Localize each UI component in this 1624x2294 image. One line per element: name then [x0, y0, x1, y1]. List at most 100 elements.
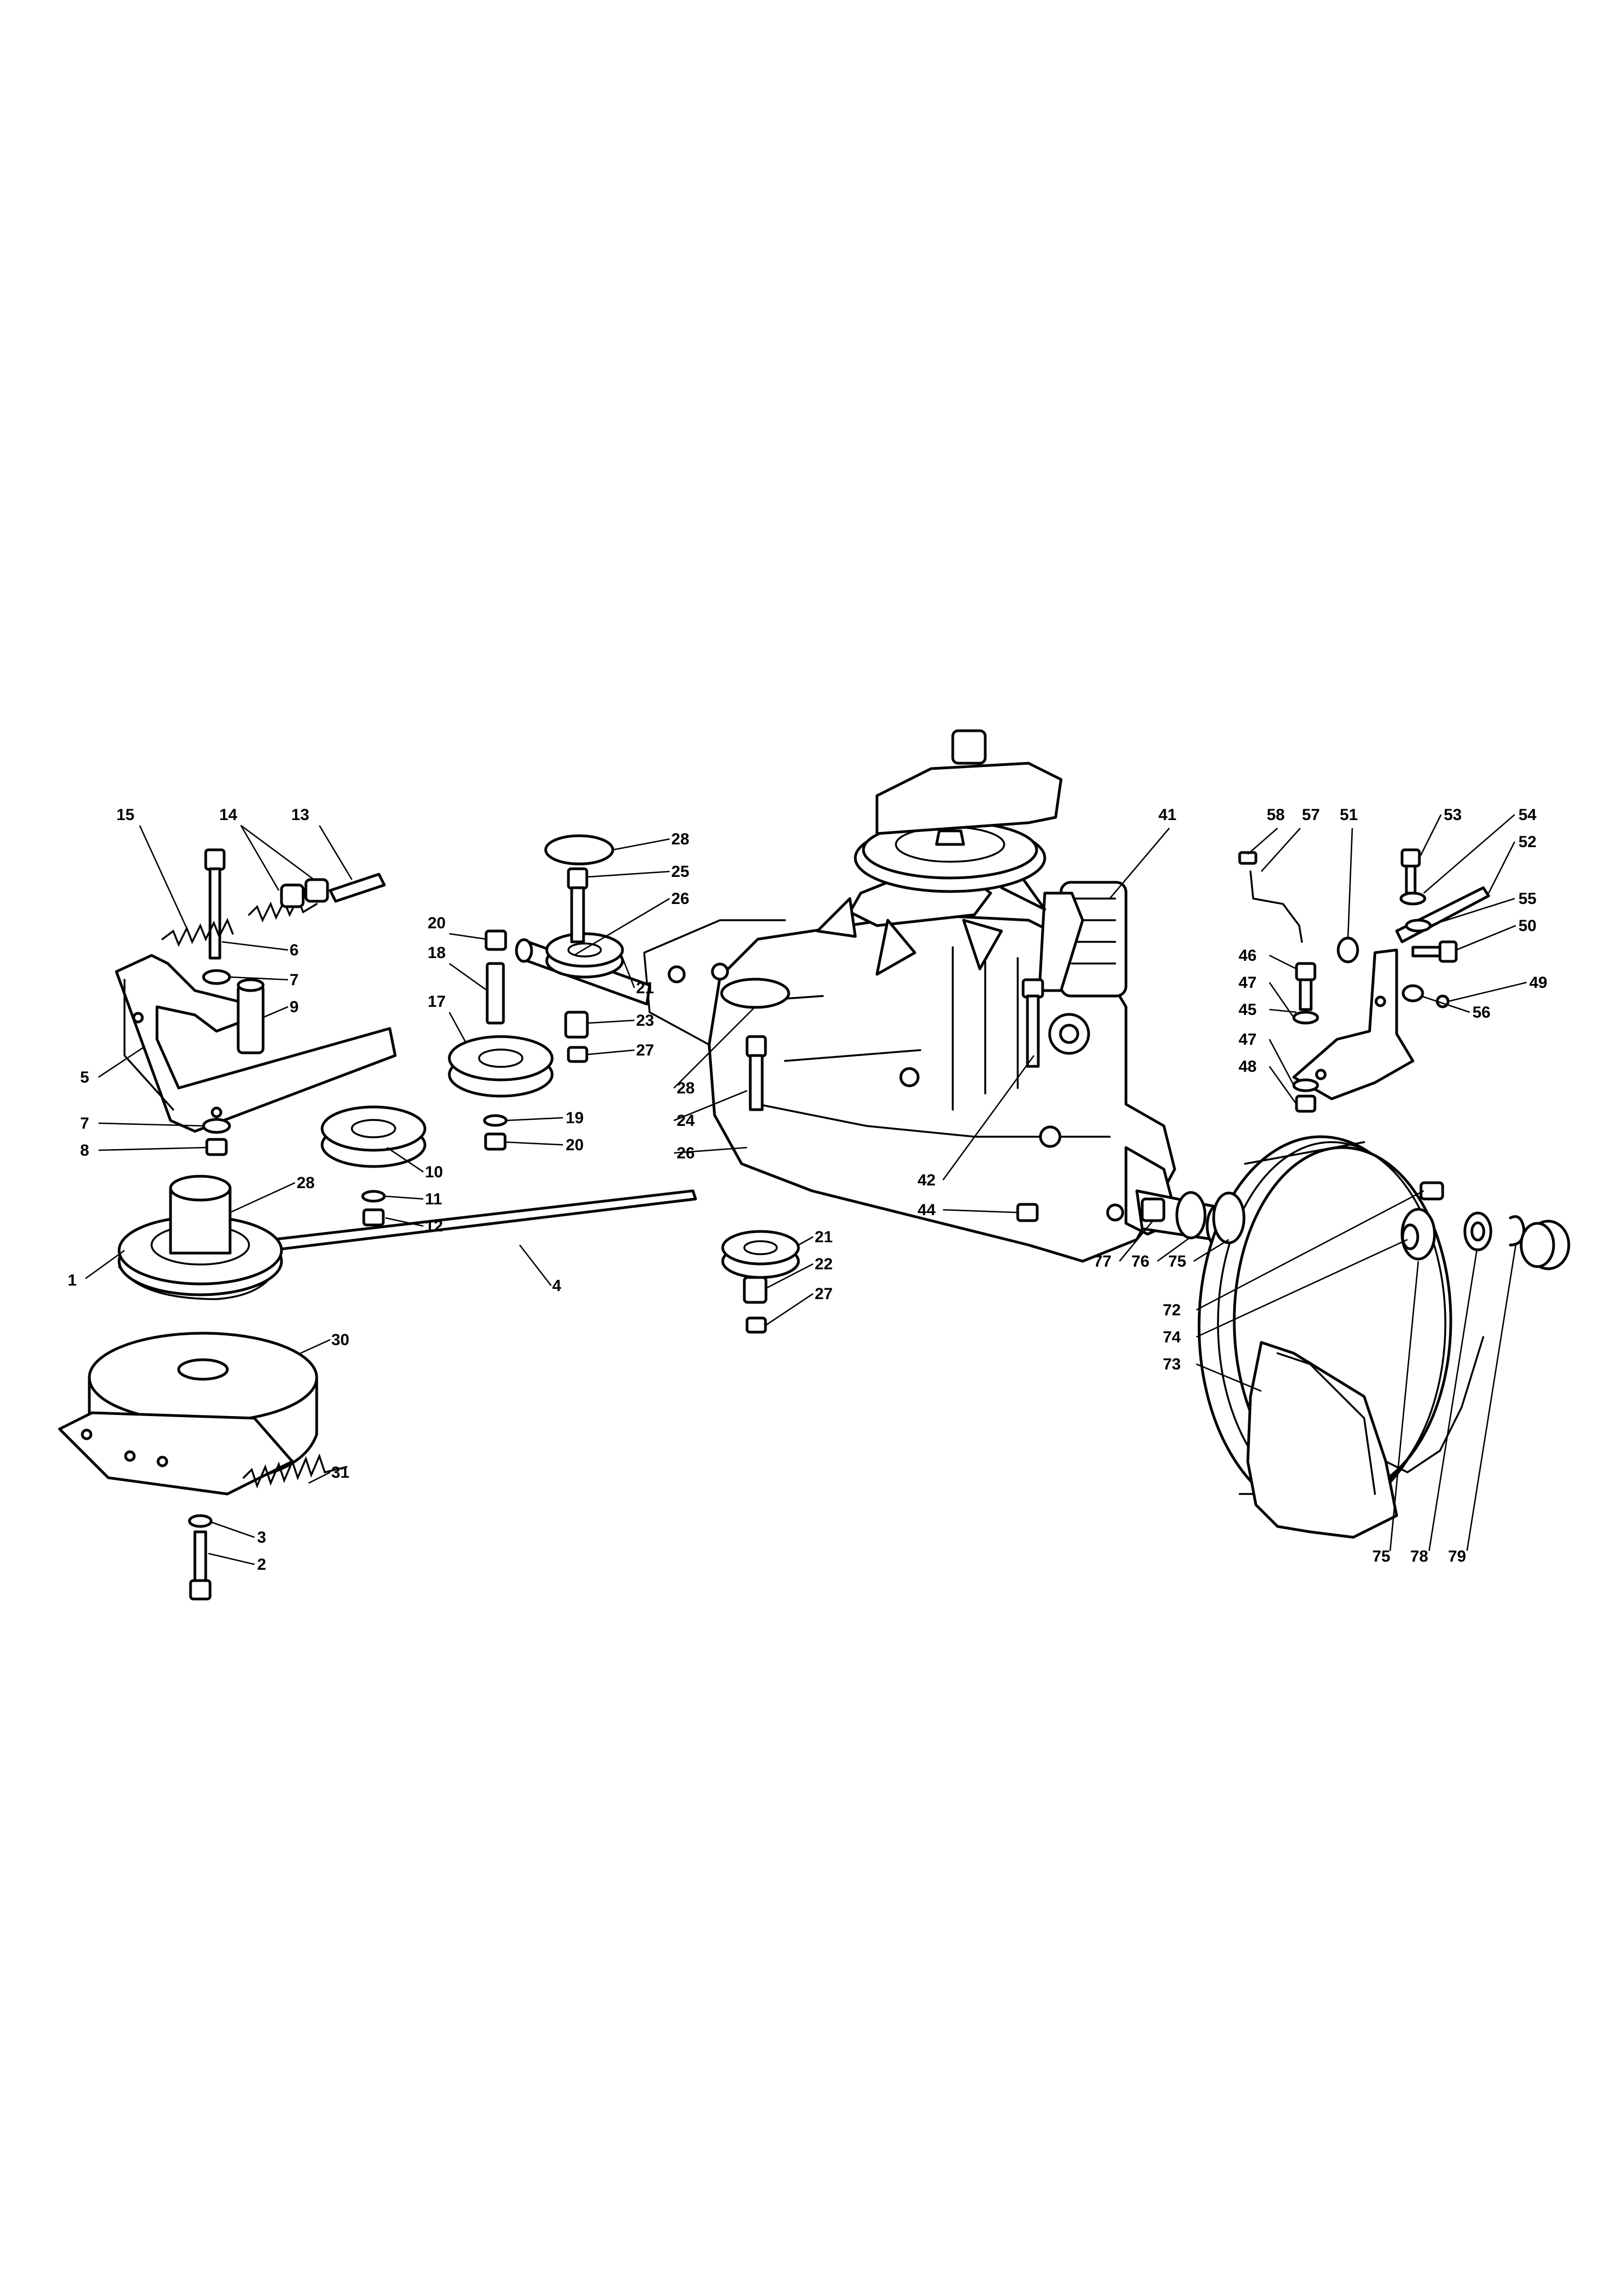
spacer-23 [564, 1011, 589, 1039]
callout-1: 1 [68, 1271, 77, 1289]
callout-labels: 1 2 3 4 5 6 7 7 8 9 10 11 12 13 14 15 17… [68, 806, 1547, 1574]
callout-45: 45 [1239, 1001, 1256, 1019]
callout-53: 53 [1444, 806, 1462, 824]
bolt-50 [1411, 940, 1458, 963]
leader-26u [573, 897, 670, 956]
callout-47-upper: 47 [1239, 974, 1256, 992]
leader-20l [506, 1141, 564, 1146]
leader-23 [588, 1019, 635, 1024]
callout-14: 14 [219, 806, 238, 824]
callout-30: 30 [331, 1331, 349, 1349]
callout-23: 23 [636, 1012, 654, 1030]
leader-9 [262, 1006, 289, 1019]
leader-22 [765, 1263, 814, 1289]
leader-54 [1423, 814, 1515, 894]
pulley-cover-28-lower [720, 978, 790, 1009]
electric-clutch [58, 1332, 318, 1496]
stud-18 [486, 962, 505, 1025]
circlip-79 [1509, 1215, 1525, 1247]
callout-9: 9 [290, 998, 299, 1016]
bolt-20-upper [484, 929, 507, 951]
nuts-14 [280, 878, 329, 908]
callout-75-upper: 75 [1168, 1253, 1186, 1270]
bolt-24 [745, 1035, 767, 1111]
callout-27-upper: 27 [636, 1041, 654, 1059]
washer-11 [361, 1190, 386, 1203]
fluid-reservoir [875, 729, 1063, 835]
callout-47-lower: 47 [1239, 1031, 1256, 1048]
callout-51: 51 [1340, 806, 1358, 824]
clip-58 [1238, 851, 1258, 865]
leader-lines [85, 814, 1527, 1565]
pulley-cover-28-upper [544, 834, 614, 866]
nut-20-lower [484, 1132, 507, 1151]
callout-44: 44 [918, 1201, 936, 1219]
axle-spacers [1141, 1191, 1246, 1244]
leader-75u [1193, 1238, 1229, 1262]
washer-55 [1405, 919, 1432, 933]
callout-26-upper: 26 [671, 890, 689, 908]
callout-26-lower: 26 [677, 1144, 695, 1162]
leader-7l [98, 1122, 204, 1127]
leader-55 [1429, 897, 1515, 927]
callout-21-upper: 21 [636, 979, 654, 997]
spacer-22 [743, 1276, 768, 1304]
leader-47l [1268, 1039, 1295, 1086]
leader-53 [1418, 814, 1442, 858]
idler-pulley-21-lower [721, 1230, 800, 1279]
bolt-53 [1400, 848, 1421, 895]
leader-51 [1347, 828, 1353, 940]
washer-47-lower [1292, 1078, 1319, 1092]
rear-tire [1246, 1336, 1484, 1539]
nut-8 [205, 1138, 228, 1156]
callout-11: 11 [425, 1190, 442, 1208]
callout-31: 31 [331, 1464, 349, 1482]
leader-50 [1456, 925, 1516, 951]
bolt-42 [1021, 978, 1044, 1068]
leader-57 [1261, 828, 1301, 872]
callout-49: 49 [1529, 974, 1547, 992]
callout-79: 79 [1448, 1548, 1466, 1565]
leader-79 [1466, 1244, 1517, 1551]
idler-arm-bracket [115, 954, 397, 1133]
leader-28u [612, 838, 670, 851]
callout-75-lower: 75 [1372, 1548, 1390, 1565]
leader-58 [1247, 828, 1278, 855]
rod-13 [329, 873, 386, 903]
spring-15 [161, 917, 234, 947]
washer-7-lower [202, 1118, 231, 1134]
leader-78 [1428, 1250, 1478, 1551]
callout-72: 72 [1163, 1301, 1181, 1319]
leader-28l [673, 1006, 756, 1089]
callout-48: 48 [1239, 1058, 1256, 1076]
callout-56: 56 [1472, 1004, 1490, 1021]
leader-30 [300, 1339, 331, 1354]
leader-1 [85, 1249, 125, 1280]
leader-75l [1389, 1261, 1419, 1551]
bolt-6 [204, 848, 226, 960]
callout-7-lower: 7 [80, 1115, 89, 1132]
callout-8: 8 [80, 1142, 89, 1159]
callout-28-upper: 28 [671, 830, 689, 848]
leader-17 [448, 1012, 467, 1043]
leader-74 [1196, 1238, 1408, 1338]
leader-47u [1268, 982, 1295, 1018]
nut-12 [362, 1208, 385, 1227]
wheel-hub [1400, 1181, 1444, 1261]
linkage-rod-57 [1249, 870, 1303, 943]
leader-46 [1269, 954, 1297, 970]
callout-42: 42 [918, 1171, 935, 1189]
leader-6 [221, 941, 289, 951]
leader-18 [449, 962, 488, 992]
callout-4: 4 [552, 1277, 561, 1295]
callout-25: 25 [671, 863, 689, 881]
leader-56 [1420, 995, 1470, 1013]
washer-47-upper [1292, 1011, 1319, 1025]
leader-27u [587, 1049, 635, 1056]
leader-5 [98, 1046, 144, 1078]
callout-20-lower: 20 [566, 1136, 584, 1154]
callout-5: 5 [80, 1069, 89, 1086]
callout-27-lower: 27 [815, 1285, 833, 1303]
washer-78 [1463, 1211, 1492, 1251]
idler-pulley-17 [448, 1035, 554, 1098]
